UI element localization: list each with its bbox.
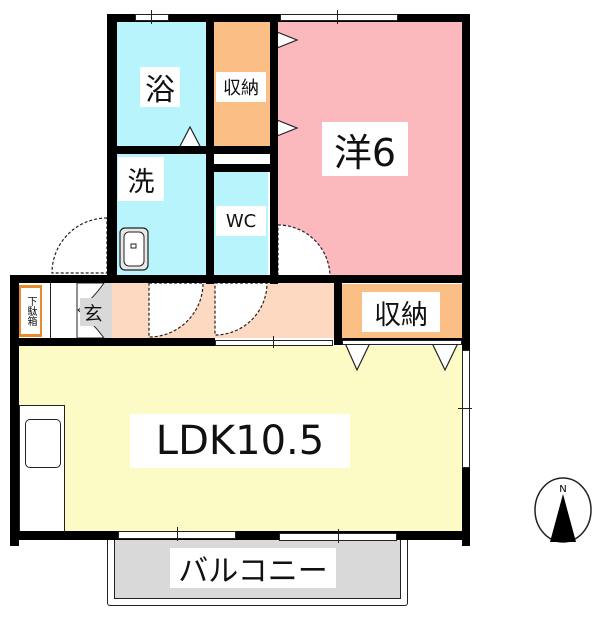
label-wc: WC xyxy=(216,206,266,236)
wall xyxy=(214,146,270,154)
window-ldk-right xyxy=(462,350,470,468)
balcony-outline xyxy=(107,536,408,606)
label-western: 洋6 xyxy=(322,122,408,176)
wall xyxy=(10,275,470,283)
label-shoe-box: 下駄箱 xyxy=(21,288,40,334)
label-storage-top: 収納 xyxy=(216,72,266,102)
wall xyxy=(107,146,214,154)
label-bath: 浴 xyxy=(140,67,180,108)
wall xyxy=(334,275,342,345)
sliding-door-hallway xyxy=(215,340,333,346)
wall xyxy=(270,14,278,284)
label-balcony: バルコニー xyxy=(170,548,336,589)
window-western xyxy=(280,14,398,21)
compass-label: N xyxy=(559,484,566,495)
label-storage-mid: 収納 xyxy=(362,292,440,332)
label-ldk: LDK10.5 xyxy=(130,414,350,468)
window-bath xyxy=(135,14,169,21)
wall xyxy=(214,164,270,172)
label-washroom: 洗 xyxy=(118,157,164,201)
door-frame-storage-mid xyxy=(342,340,462,345)
kitchen-sink xyxy=(25,419,61,468)
wall xyxy=(10,338,215,346)
north-arrow-icon: N xyxy=(534,477,592,543)
label-entrance: 玄 xyxy=(80,298,106,326)
wall xyxy=(10,531,470,540)
wall xyxy=(10,275,19,546)
